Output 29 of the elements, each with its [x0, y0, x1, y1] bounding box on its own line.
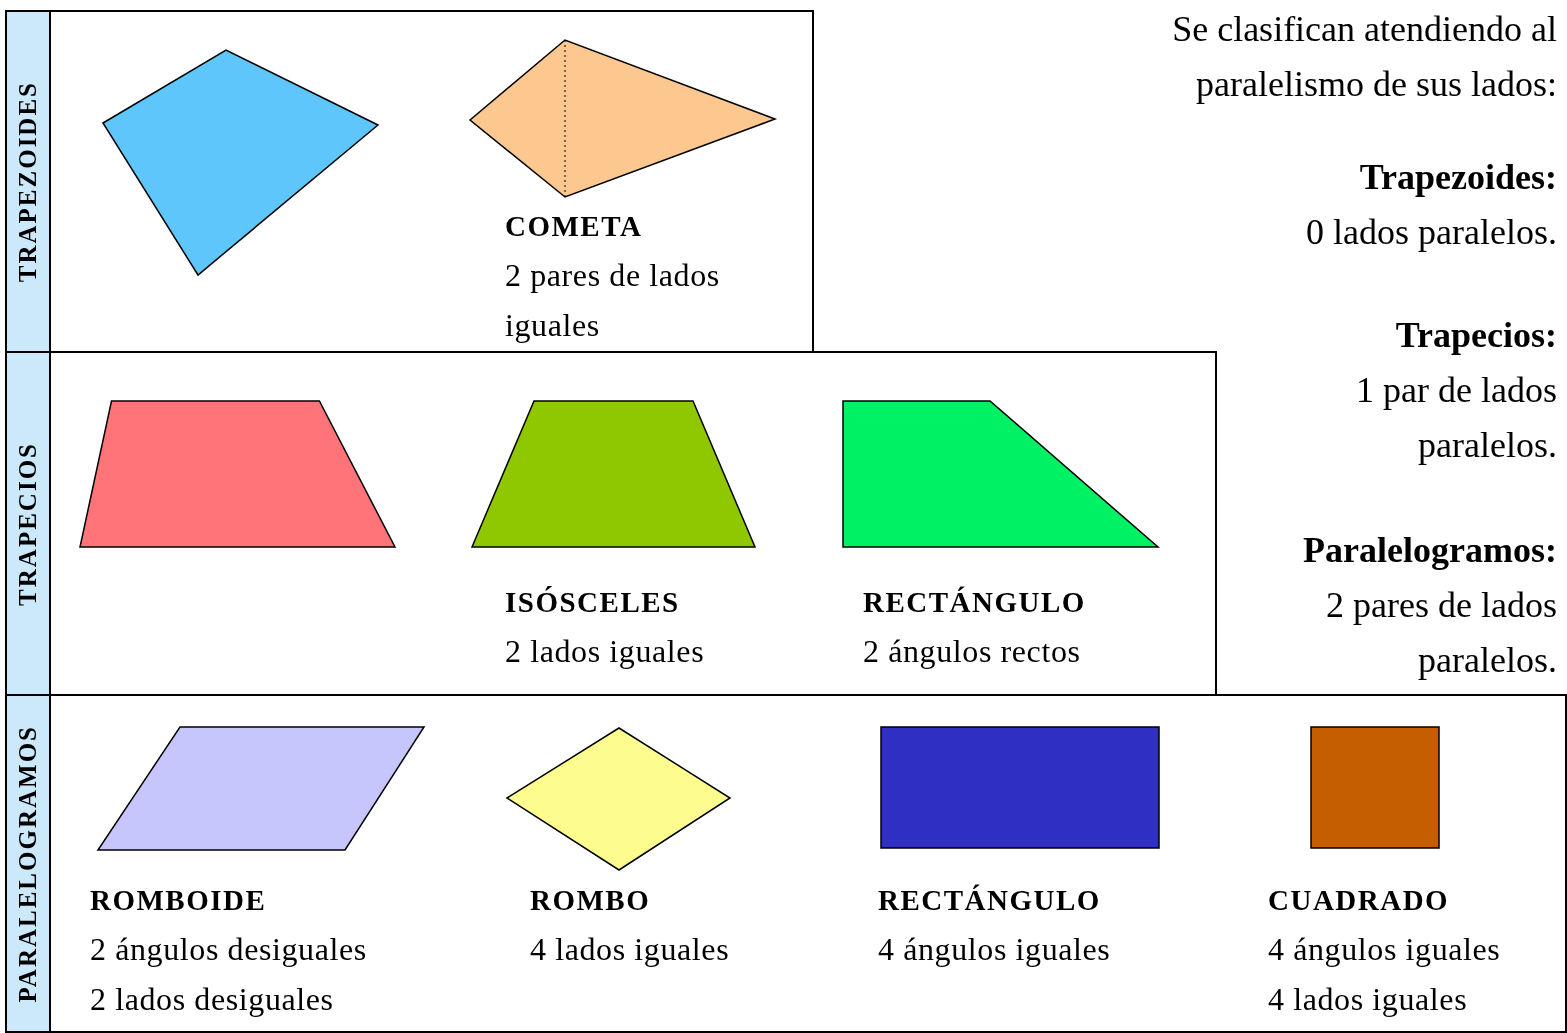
- shape-description: 2 pares de lados iguales: [505, 256, 721, 345]
- shape-name: RECTÁNGULO: [863, 585, 1087, 620]
- shape-description: 4 ángulos iguales: [1268, 930, 1502, 969]
- category-heading: Trapecios:: [1394, 314, 1557, 357]
- shape-name: CUADRADO: [1268, 883, 1451, 918]
- category-note: 2 pares de lados paralelos.: [1325, 584, 1557, 682]
- section-panel: [5, 351, 1217, 696]
- section-title: TRAPEZOIDES: [14, 80, 42, 283]
- shape-name: COMETA: [505, 209, 644, 244]
- category-note: 1 par de lados paralelos.: [1355, 369, 1557, 467]
- section-panel: [5, 694, 1567, 1033]
- shape-description: 2 ángulos rectos: [863, 632, 1082, 671]
- shape-description: 4 ángulos iguales: [878, 930, 1112, 969]
- section-title: TRAPECIOS: [14, 441, 42, 606]
- shape-name: ROMBO: [530, 883, 652, 918]
- category-heading: Paralelogramos:: [1302, 529, 1557, 572]
- section-title: PARALELOGRAMOS: [14, 724, 42, 1003]
- shape-name: RECTÁNGULO: [878, 883, 1102, 918]
- shape-name: ISÓSCELES: [505, 585, 681, 620]
- shape-name: ROMBOIDE: [90, 883, 268, 918]
- shape-description: 4 lados iguales: [530, 930, 731, 969]
- shape-description: 2 lados desiguales: [90, 980, 335, 1019]
- shape-description: 2 lados iguales: [505, 632, 706, 671]
- shape-description: 4 lados iguales: [1268, 980, 1469, 1019]
- category-heading: Trapezoides:: [1358, 156, 1557, 199]
- category-note: 0 lados paralelos.: [1305, 211, 1557, 254]
- shape-description: 2 ángulos desiguales: [90, 930, 368, 969]
- section-panel: [5, 10, 814, 353]
- category-note: Se clasifican atendiendo al paralelismo de sus lados:: [1171, 8, 1557, 106]
